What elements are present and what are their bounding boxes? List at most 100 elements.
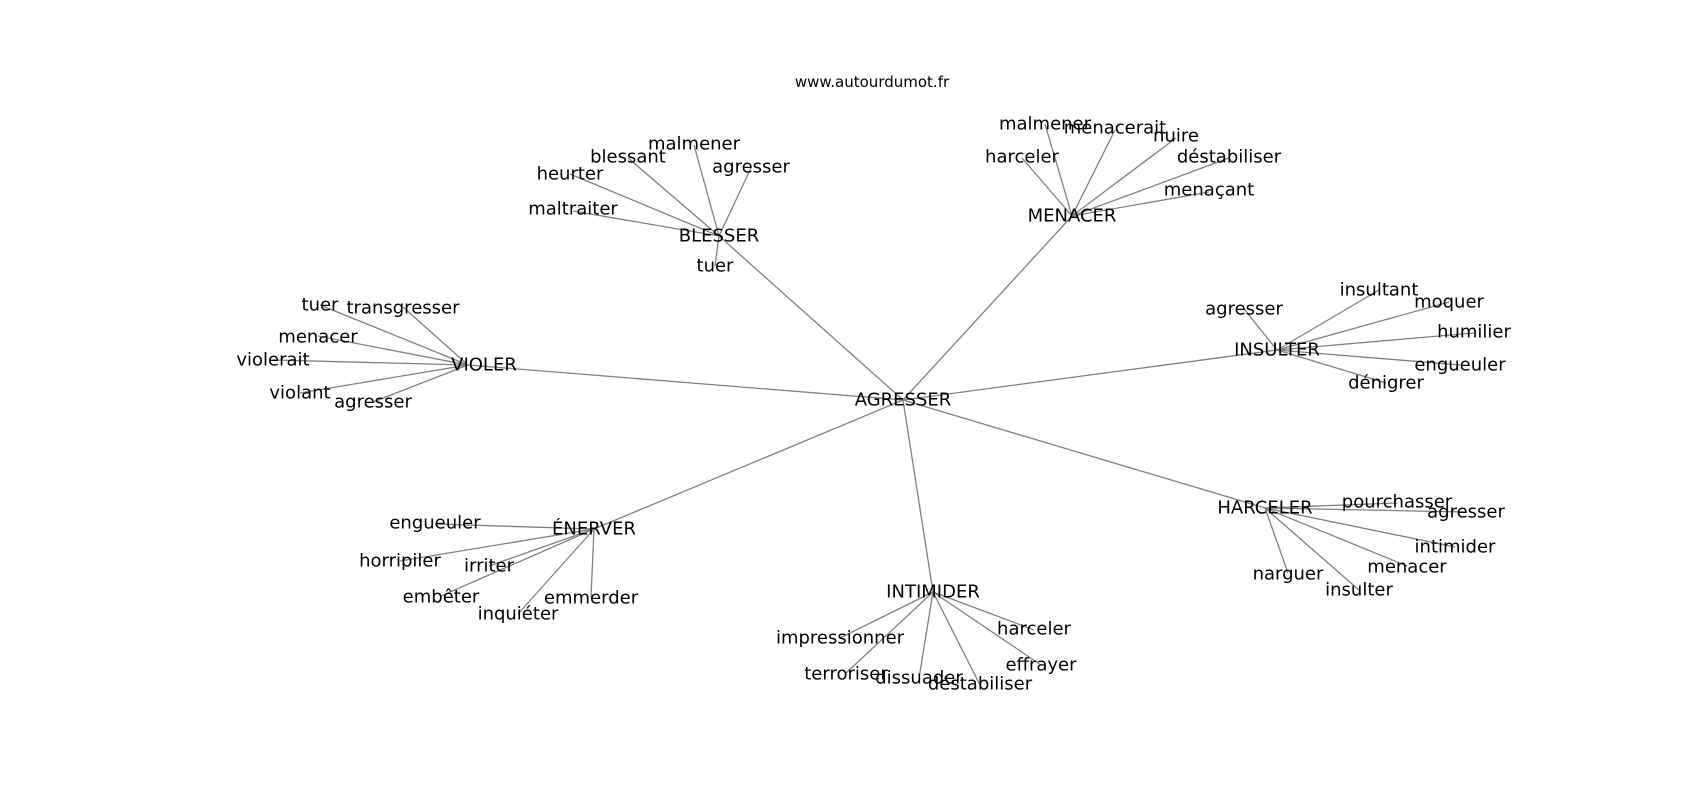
edge-violer-3 <box>272 359 469 366</box>
source-site-label: www.autourdumot.fr <box>795 73 950 91</box>
leaf-node-harceler-1: agresser <box>1427 502 1505 523</box>
edge-menacer-5 <box>1071 191 1210 217</box>
edge-insulter-5 <box>1276 349 1387 384</box>
edge-insulter-4 <box>1276 349 1461 366</box>
edge-harceler-2 <box>1264 507 1456 548</box>
leaf-node-blesser-4: maltraiter <box>528 199 618 220</box>
leaf-node-menacer-5: menaçant <box>1164 180 1254 201</box>
leaf-node-blesser-5: tuer <box>697 256 735 277</box>
edge-root-insulter <box>902 349 1278 401</box>
leaf-node-blesser-1: blessant <box>590 147 666 168</box>
leaf-node-intimider-2: effrayer <box>1005 655 1077 676</box>
edge-intimider-3 <box>845 591 934 674</box>
edge-menacer-3 <box>1021 157 1073 217</box>
hub-node-blesser: BLESSER <box>679 226 759 247</box>
leaf-node-intimider-3: terroriser <box>804 664 888 685</box>
leaf-node-insulter-3: humilier <box>1437 322 1511 343</box>
edge-root-enerver <box>593 399 904 530</box>
leaf-node-violer-1: transgresser <box>346 298 460 319</box>
edge-harceler-3 <box>1264 507 1408 567</box>
edge-root-blesser <box>718 235 904 401</box>
edge-blesser-2 <box>718 167 752 237</box>
edge-blesser-1 <box>627 157 720 237</box>
leaf-node-insulter-0: insultant <box>1340 280 1419 301</box>
leaf-node-harceler-3: menacer <box>1367 557 1447 578</box>
edge-menacer-0 <box>1044 123 1073 217</box>
graph-edges <box>272 123 1475 686</box>
leaf-node-intimider-1: harceler <box>997 619 1071 640</box>
leaf-node-harceler-4: narguer <box>1253 564 1324 585</box>
edge-intimider-0 <box>839 591 934 639</box>
leaf-node-insulter-5: dénigrer <box>1348 373 1424 394</box>
leaf-node-violer-4: violant <box>269 383 330 404</box>
hub-node-enerver: ÉNERVER <box>552 518 636 540</box>
leaf-node-blesser-3: heurter <box>537 164 604 185</box>
edge-root-menacer <box>902 215 1073 401</box>
edge-harceler-4 <box>1264 507 1289 574</box>
leaf-node-insulter-1: agresser <box>1205 299 1283 320</box>
leaf-node-enerver-0: engueuler <box>389 513 481 534</box>
edge-blesser-0 <box>693 144 720 237</box>
edge-intimider-1 <box>932 591 1035 631</box>
edge-blesser-3 <box>569 173 720 237</box>
edge-violer-0 <box>319 304 469 366</box>
leaf-node-harceler-5: insulter <box>1325 580 1393 601</box>
leaf-node-menacer-1: menacerait <box>1064 118 1167 139</box>
edge-insulter-0 <box>1276 289 1380 351</box>
root-node-label: AGRESSER <box>855 390 952 411</box>
edge-insulter-2 <box>1276 301 1450 351</box>
edge-menacer-1 <box>1071 129 1116 217</box>
edge-enerver-1 <box>399 528 595 562</box>
edge-enerver-2 <box>488 528 595 567</box>
leaf-node-violer-5: agresser <box>334 392 412 413</box>
leaf-node-enerver-4: emmerder <box>544 588 639 609</box>
leaf-node-intimider-0: impressionner <box>776 628 905 649</box>
leaf-node-violer-2: menacer <box>278 327 358 348</box>
edge-menacer-2 <box>1071 137 1177 217</box>
hub-node-harceler: HARCELER <box>1217 498 1312 519</box>
edge-enerver-3 <box>440 528 595 597</box>
leaf-node-intimider-4: dissuader <box>875 668 963 689</box>
leaf-node-enerver-2: irriter <box>464 556 515 577</box>
edge-blesser-5 <box>714 235 720 267</box>
leaf-node-insulter-4: engueuler <box>1414 355 1506 376</box>
edge-harceler-0 <box>1264 502 1398 509</box>
edge-violer-5 <box>372 364 469 403</box>
edge-intimider-4 <box>918 591 934 679</box>
hub-node-violer: VIOLER <box>451 355 517 376</box>
leaf-node-insulter-2: moquer <box>1414 292 1484 313</box>
edge-intimider-2 <box>932 591 1042 666</box>
leaf-node-menacer-4: déstabiliser <box>1177 147 1282 168</box>
edge-enerver-4 <box>590 528 595 598</box>
hub-node-menacer: MENACER <box>1028 206 1117 227</box>
leaf-node-menacer-2: nuire <box>1153 126 1199 147</box>
leaf-node-menacer-3: harceler <box>985 147 1059 168</box>
edge-violer-1 <box>402 306 469 366</box>
hub-node-intimider: INTIMIDER <box>886 582 980 603</box>
edge-enerver-0 <box>434 523 595 530</box>
edge-violer-4 <box>299 364 469 394</box>
edge-harceler-5 <box>1264 507 1360 591</box>
edge-root-violer <box>467 364 904 401</box>
edge-enerver-5 <box>517 528 595 615</box>
edge-intimider-5 <box>932 591 981 686</box>
edge-insulter-3 <box>1276 332 1475 351</box>
edge-blesser-4 <box>572 210 720 237</box>
leaf-node-enerver-1: horripiler <box>359 551 441 572</box>
leaf-node-violer-3: violerait <box>236 350 309 371</box>
leaf-node-harceler-0: pourchasser <box>1342 492 1453 513</box>
leaf-node-blesser-2: agresser <box>712 157 790 178</box>
leaf-node-enerver-3: embêter <box>403 587 480 608</box>
edge-menacer-4 <box>1071 157 1230 217</box>
edge-harceler-1 <box>1264 507 1467 513</box>
edge-root-intimider <box>902 399 934 593</box>
leaf-node-violer-0: tuer <box>302 295 340 316</box>
edge-root-harceler <box>902 399 1266 509</box>
leaf-node-harceler-2: intimider <box>1415 537 1497 558</box>
leaf-node-blesser-0: malmener <box>648 134 741 155</box>
leaf-node-menacer-0: malmener <box>999 114 1092 135</box>
hub-node-insulter: INSULTER <box>1234 340 1320 361</box>
leaf-node-enerver-5: inquiéter <box>478 604 559 625</box>
